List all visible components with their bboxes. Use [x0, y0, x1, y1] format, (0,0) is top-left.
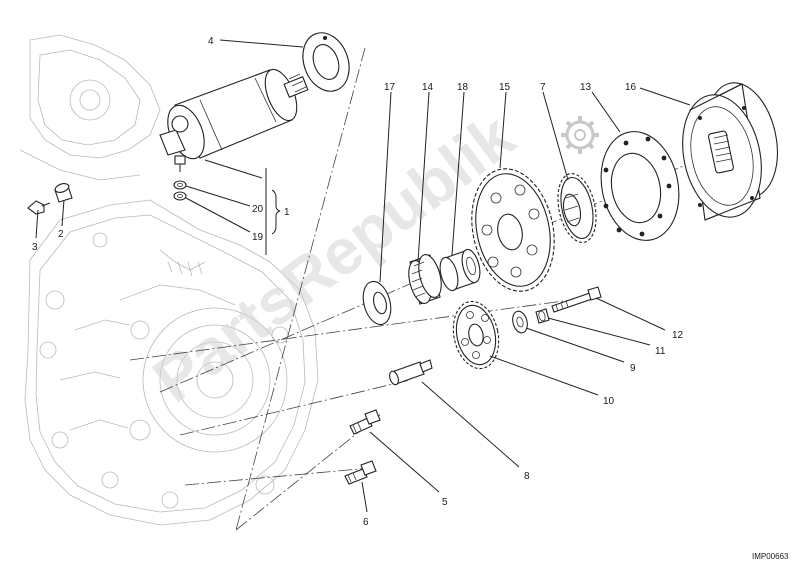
callout-5: 5: [442, 497, 448, 508]
callout-2: 2: [58, 229, 64, 240]
part-13-disc: [600, 131, 680, 241]
callout-4: 4: [208, 36, 214, 47]
callout-9: 9: [630, 363, 636, 374]
callout-14: 14: [422, 82, 434, 93]
part-12-bolt: [551, 286, 602, 313]
drawing-code: IMP00663: [752, 552, 789, 561]
gear-icon: [561, 116, 599, 154]
callout-8: 8: [524, 471, 530, 482]
part-4-gasket: [302, 32, 350, 92]
part-8-pin: [389, 359, 433, 386]
callout-3: 3: [32, 242, 38, 253]
part-20-washer: [173, 180, 187, 190]
part-19-nut: [173, 191, 187, 201]
callout-20: 20: [252, 204, 264, 215]
part-5-screw: [349, 409, 381, 435]
part-16-flywheel: [682, 82, 778, 221]
part-9-washer: [512, 310, 528, 334]
part-11-nut: [535, 308, 550, 324]
callout-19: 19: [252, 232, 264, 243]
group-bracket-1: [265, 168, 281, 255]
callout-7: 7: [540, 82, 546, 93]
starter-motor: [159, 68, 309, 172]
leader-lines: [35, 39, 691, 513]
part-10-idler-gear: [452, 300, 500, 370]
crankcase-outline: [19, 34, 319, 526]
part-2-spacer: [54, 183, 73, 203]
callout-6: 6: [363, 517, 369, 528]
part-6-screw: [344, 460, 377, 485]
callout-10: 10: [603, 396, 615, 407]
callout-labels: 4 17 14 18 15 7 13 16 20 1 19 3 2 12 11 …: [32, 36, 684, 528]
part-17-washer: [362, 280, 392, 326]
callout-13: 13: [580, 82, 592, 93]
part-14-needle-bearing: [408, 254, 442, 305]
callout-1: 1: [284, 207, 290, 218]
part-7-freewheel: [557, 173, 597, 243]
part-18-bushing: [439, 248, 481, 292]
callout-18: 18: [457, 82, 469, 93]
callout-11: 11: [655, 346, 666, 357]
callout-12: 12: [672, 330, 684, 341]
callout-16: 16: [625, 82, 637, 93]
part-3-screw: [27, 200, 51, 215]
part-15-large-gear: [471, 168, 555, 292]
callout-17: 17: [384, 82, 396, 93]
callout-15: 15: [499, 82, 511, 93]
